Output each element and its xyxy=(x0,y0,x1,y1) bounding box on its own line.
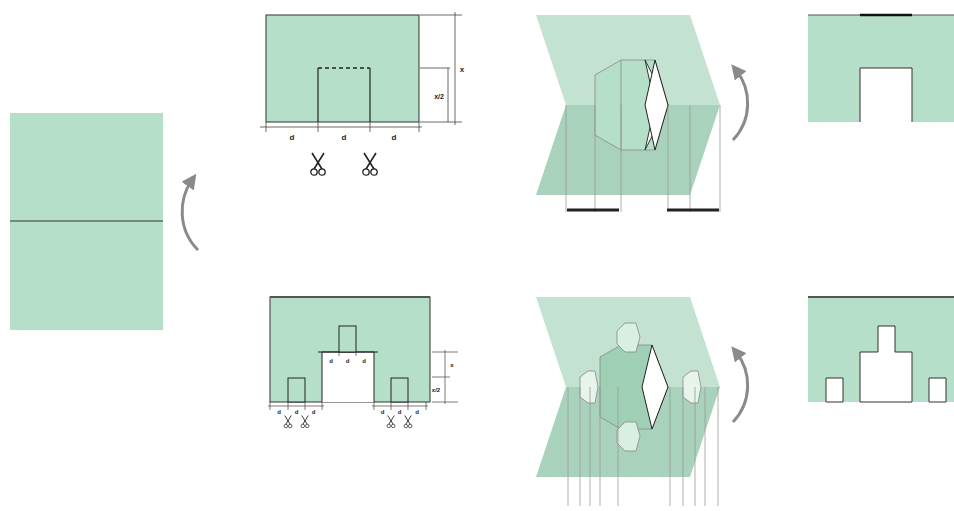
width-dimension: d xyxy=(342,134,347,142)
width-dimension: d xyxy=(398,409,402,415)
half-height-dimension: x/2 xyxy=(434,93,444,100)
height-dimension: x xyxy=(460,66,464,74)
width-dimension: d xyxy=(312,409,316,415)
scissors-symbol xyxy=(311,153,325,175)
width-dimension: d xyxy=(329,358,333,364)
width-dimension: d xyxy=(362,358,366,364)
width-dimension: d xyxy=(277,409,281,415)
width-dimension: d xyxy=(415,409,419,415)
scissors-symbol xyxy=(284,416,292,428)
scissors-symbol xyxy=(404,416,412,428)
scissors-symbol xyxy=(363,153,377,175)
scissors-symbols xyxy=(284,153,412,428)
height-dimension: x xyxy=(450,362,453,368)
pop-up-view xyxy=(536,15,748,212)
width-dimension: d xyxy=(290,134,295,142)
unfolded-result-second xyxy=(808,297,954,402)
width-dimension: d xyxy=(295,409,299,415)
width-dimension: d xyxy=(381,409,385,415)
width-dimension: d xyxy=(392,134,397,142)
half-height-dimension: x/2 xyxy=(432,387,440,393)
folded-sheet xyxy=(10,113,198,330)
unfolded-result xyxy=(808,15,954,122)
scissors-symbol xyxy=(387,416,395,428)
width-dimension: d xyxy=(346,358,350,364)
cut-pattern-second xyxy=(268,297,458,410)
scissors-symbol xyxy=(301,416,309,428)
pop-up-view-second xyxy=(536,297,748,506)
cut-pattern xyxy=(260,12,462,132)
